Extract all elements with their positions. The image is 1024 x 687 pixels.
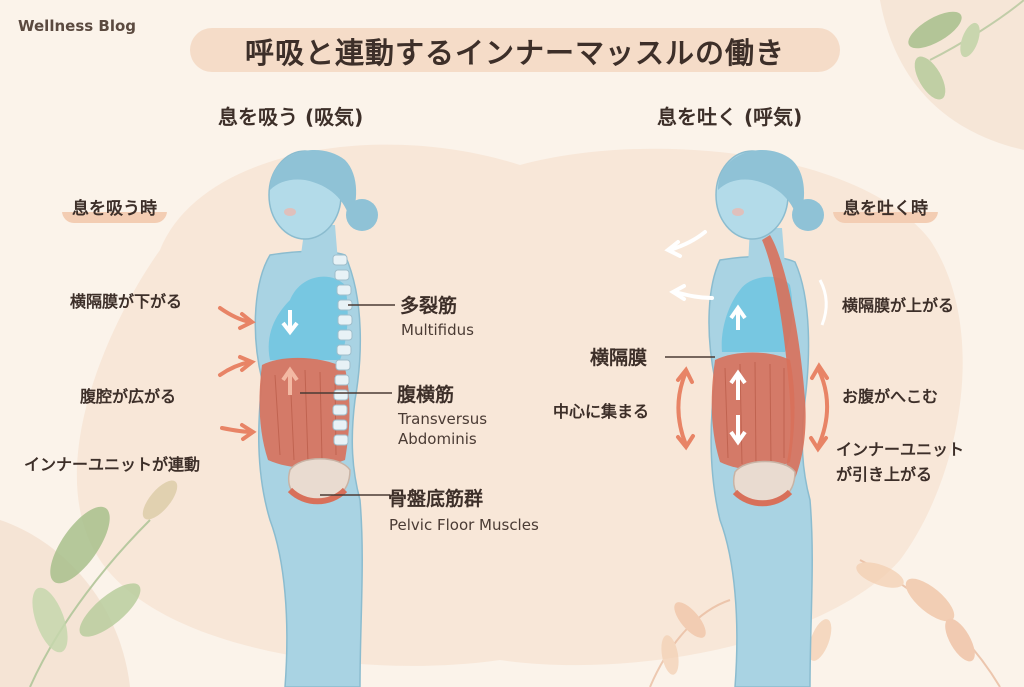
exhale-muscle-up-icon <box>729 369 747 400</box>
inhale-figure <box>254 150 378 687</box>
inhale-pill: 息を吸う時 <box>62 192 167 223</box>
inhale-leader-lines <box>300 304 395 496</box>
exhale-center-label: 中心に集まる <box>553 402 650 421</box>
exhale-hair <box>718 150 805 220</box>
exhale-belly-in-label: お腹がへこむ <box>842 387 939 406</box>
inhale-abdomen-expand-label: 腹腔が広がる <box>80 387 177 406</box>
title-banner <box>190 28 840 72</box>
exhale-multifidus-muscle <box>762 235 806 490</box>
exhale-muscle-down-icon <box>729 415 747 446</box>
exhale-pill: 息を吐く時 <box>833 192 938 223</box>
pelvic-floor-english: Pelvic Floor Muscles <box>389 516 539 534</box>
inhale-diaphragm-down-label: 横隔膜が下がる <box>70 292 183 311</box>
inhale-muscle-up-icon <box>281 366 299 395</box>
inhale-pelvic-floor <box>287 487 348 505</box>
exhale-diaphragm-label: 横隔膜 <box>590 347 648 369</box>
inhale-inner-unit-label: インナーユニットが連動 <box>24 455 201 474</box>
inhale-arrows <box>218 306 257 441</box>
corner-wash-bottom-left <box>0 520 130 687</box>
background-blob <box>76 144 963 666</box>
exhale-double-arrows <box>676 362 829 453</box>
leaf-sprig-bottom-right <box>808 559 1001 687</box>
exhale-inner-unit-label-line2: が引き上がる <box>836 465 933 484</box>
transversus-label: 腹横筋 <box>397 384 455 406</box>
exhale-inner-unit-label-line1: インナーユニット <box>836 440 965 459</box>
exhale-transversus-muscle <box>711 352 795 470</box>
multifidus-label: 多裂筋 <box>400 295 458 317</box>
multifidus-english: Multifidus <box>401 321 474 339</box>
exhale-side-arrow-icon <box>818 279 828 326</box>
exhale-diaphragm-up-icon <box>729 304 747 330</box>
inhale-spine <box>332 254 353 446</box>
page-title: 呼吸と連動するインナーマッスルの働き <box>244 36 785 70</box>
exhale-cheek <box>732 208 744 216</box>
exhale-heading: 息を吐く (呼気) <box>657 105 803 129</box>
exhale-pelvic-floor <box>732 489 793 507</box>
exhale-figure <box>708 150 824 687</box>
pelvic-floor-label: 骨盤底筋群 <box>388 488 484 510</box>
leaf-sprig-bottom-center <box>649 599 731 687</box>
inhale-diaphragm-down-icon <box>281 310 299 336</box>
leaf-sprig-bottom-left <box>29 480 178 687</box>
exhale-diaphragm-up-label: 横隔膜が上がる <box>842 296 955 315</box>
transversus-english-line1: Transversus <box>398 410 488 428</box>
exhale-lung <box>721 276 793 352</box>
inhale-heading: 息を吸う (吸気) <box>218 105 364 129</box>
inhale-hair-bun <box>346 199 378 231</box>
leaf-sprig-top-right <box>908 0 1024 100</box>
transversus-english-line2: Abdominis <box>398 430 477 448</box>
exhale-hair-bun <box>792 199 824 231</box>
blog-name: Wellness Blog <box>18 17 137 35</box>
inhale-cheek <box>284 208 296 216</box>
exhale-breath-arrows <box>664 230 714 301</box>
inhale-transversus-muscle <box>259 357 350 468</box>
inhale-lung <box>268 276 348 360</box>
inhale-hair <box>270 150 357 220</box>
